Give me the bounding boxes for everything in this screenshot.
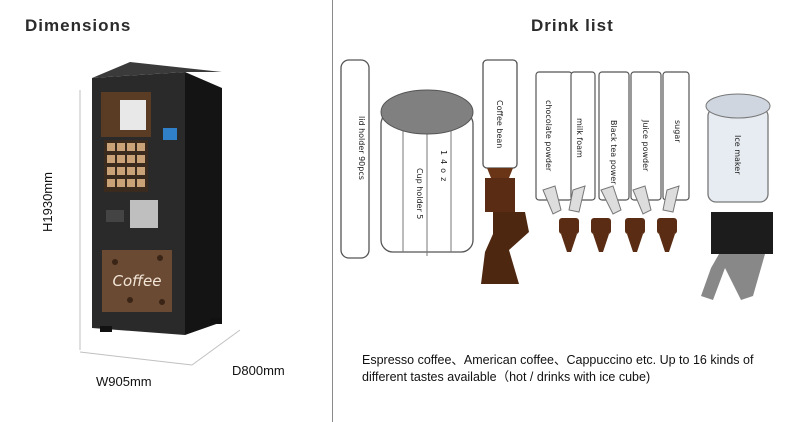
coffee-bean-hopper: Coffee bean	[481, 59, 529, 284]
lid-holder: lid holder 90pcs	[340, 59, 370, 259]
canister-label: sugar	[673, 120, 682, 143]
canister-label: Black tea power	[609, 120, 618, 185]
drink-description: Espresso coffee、American coffee、Cappucci…	[362, 353, 754, 384]
dimensions-title: Dimensions	[25, 16, 132, 35]
machine-foot	[210, 318, 222, 324]
keypad	[106, 210, 124, 222]
panel-divider	[332, 0, 333, 422]
canister-label: Juice powder	[641, 119, 650, 172]
machine-side	[185, 72, 222, 335]
height-label: H1930mm	[40, 172, 55, 232]
payment-reader	[163, 128, 177, 140]
vending-machine-illustration: Coffee	[79, 62, 241, 366]
depth-dimension-line	[191, 329, 241, 366]
drink-components-diagram: lid holder 90pcs Cup holder 5 14oz Coffe…	[340, 59, 773, 300]
drink-list-panel: Drink list	[333, 0, 800, 422]
cup-holder-label: Cup holder 5	[415, 168, 424, 219]
drink-list-title: Drink list	[531, 16, 614, 35]
dispense-window	[130, 200, 158, 228]
machine-top	[92, 62, 222, 78]
machine-foot	[100, 326, 112, 332]
canister-label: milk foam	[575, 118, 584, 158]
ice-maker: Ice maker	[701, 93, 773, 300]
cup-size-label: 14oz	[439, 150, 448, 185]
dimensions-panel: Dimensions Coff	[0, 0, 332, 422]
powder-canisters: chocolate powder milk foam Black tea pow…	[535, 71, 690, 252]
width-dimension-line	[79, 351, 193, 366]
coffee-bean-label: Coffee bean	[495, 100, 504, 148]
machine-logo: Coffee	[113, 272, 162, 290]
lid-holder-label: lid holder 90pcs	[357, 116, 366, 180]
width-label: W905mm	[96, 374, 152, 389]
drink-button-grid	[104, 140, 148, 192]
screen-cup-image	[120, 100, 146, 130]
cup-holder: Cup holder 5 14oz	[380, 89, 474, 256]
canister-label: chocolate powder	[544, 100, 553, 172]
ice-maker-label: Ice maker	[733, 135, 742, 175]
depth-label: D800mm	[232, 363, 285, 378]
